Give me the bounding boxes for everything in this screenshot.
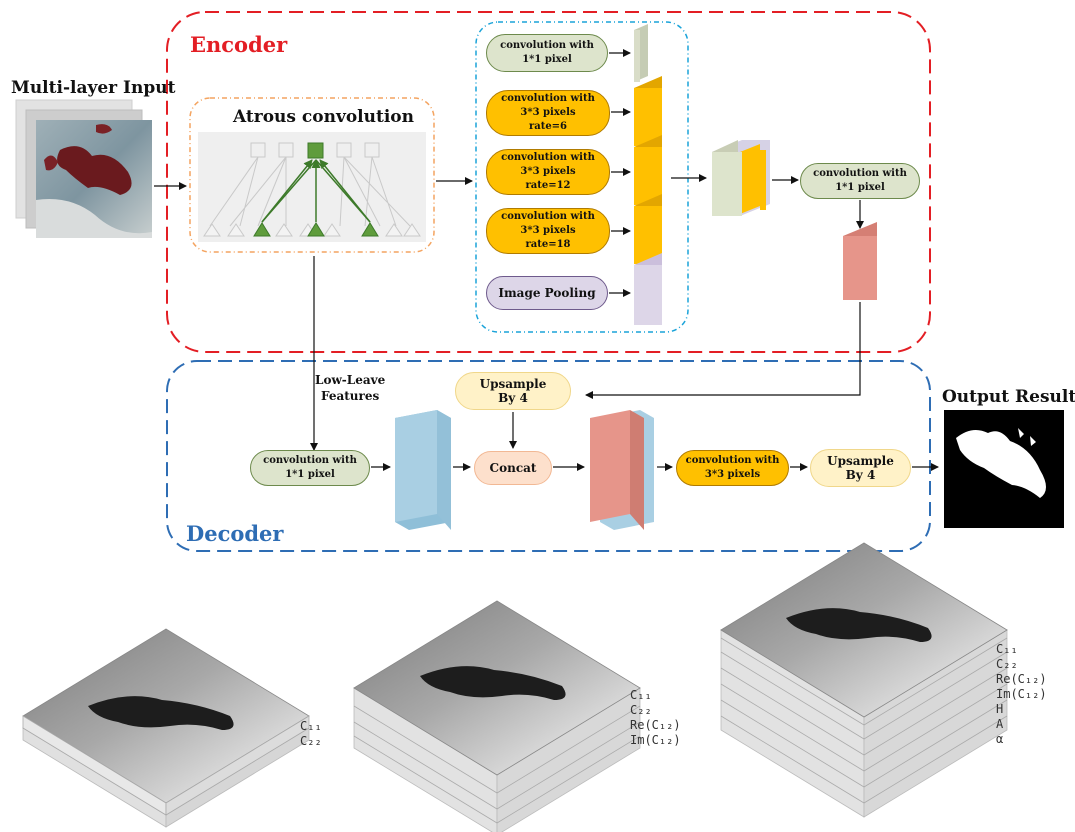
- atrous-frame: [189, 97, 435, 253]
- low-level-features-label: Low-Leave Features: [315, 373, 386, 403]
- decoder-upsample-final: Upsample By 4: [810, 449, 911, 487]
- stack-3-layer-label: H: [996, 702, 1004, 716]
- decoder-title: Decoder: [186, 521, 284, 546]
- aspp-conv-3x3-rate18: convolution with 3*3 pixels rate=18: [486, 208, 610, 254]
- stack-2-labels: C₁₁ C₂₂ Re(C₁₂) Im(C₁₂): [630, 688, 681, 748]
- aspp-conv-1x1: convolution with 1*1 pixel: [486, 34, 608, 72]
- atrous-input-node-1: [253, 222, 271, 237]
- stack-3-layer-label: C₁₁: [996, 642, 1018, 656]
- stack-3-layer-label: Re(C₁₂): [996, 672, 1047, 686]
- stack-1-layer-label: C₁₁: [300, 719, 322, 733]
- decoder-conv-3x3: convolution with 3*3 pixels: [676, 450, 789, 486]
- atrous-input-node-3: [361, 222, 379, 237]
- stack-3-layer-label: A: [996, 717, 1004, 731]
- decoder-upsample-top: Upsample By 4: [455, 372, 571, 410]
- input-stack-7-layers: [720, 542, 1008, 818]
- stack-3-layer-label: α: [996, 732, 1004, 746]
- low-level-feature-block: [395, 410, 451, 530]
- atrous-output-node: [307, 142, 324, 159]
- stack-3-labels: C₁₁ C₂₂ Re(C₁₂) Im(C₁₂) H A α: [996, 642, 1047, 747]
- stack-1-layer-label: C₂₂: [300, 734, 322, 748]
- aspp-conv-3x3-rate12: convolution with 3*3 pixels rate=12: [486, 149, 610, 195]
- stack-2-layer-label: Im(C₁₂): [630, 733, 681, 747]
- aspp-image-pooling: Image Pooling: [486, 276, 608, 310]
- aspp-conv-3x3-rate6: convolution with 3*3 pixels rate=6: [486, 90, 610, 136]
- stack-2-layer-label: C₂₂: [630, 703, 652, 717]
- encoder-output-block: [843, 222, 877, 300]
- stack-2-layer-label: C₁₁: [630, 688, 652, 702]
- decoder-concat-block: [590, 410, 654, 530]
- decoder-low-level-conv: convolution with 1*1 pixel: [250, 450, 370, 486]
- input-image-stack: [15, 99, 152, 238]
- input-stack-4-layers: [353, 600, 641, 832]
- output-title: Output Result: [942, 387, 1075, 407]
- output-image: [944, 410, 1064, 528]
- aspp-frame: [475, 21, 689, 333]
- atrous-title: Atrous convolution: [233, 107, 414, 127]
- stack-3-layer-label: C₂₂: [996, 657, 1018, 671]
- stack-1-labels: C₁₁ C₂₂: [300, 719, 322, 749]
- atrous-input-node-2: [307, 222, 325, 237]
- stack-2-layer-label: Re(C₁₂): [630, 718, 681, 732]
- input-title: Multi-layer Input: [11, 78, 176, 98]
- encoder-title: Encoder: [190, 32, 288, 57]
- encoder-feature-blocks: [634, 24, 662, 325]
- atrous-highlight: [261, 159, 371, 223]
- flow-arrows: [154, 49, 939, 471]
- encoder-frame: [166, 11, 931, 353]
- decoder-concat: Concat: [474, 451, 552, 485]
- encoder-conv-1x1: convolution with 1*1 pixel: [800, 163, 920, 199]
- stack-3-layer-label: Im(C₁₂): [996, 687, 1047, 701]
- input-stack-2-layers: [22, 628, 310, 828]
- concat-feature-block: [712, 140, 770, 216]
